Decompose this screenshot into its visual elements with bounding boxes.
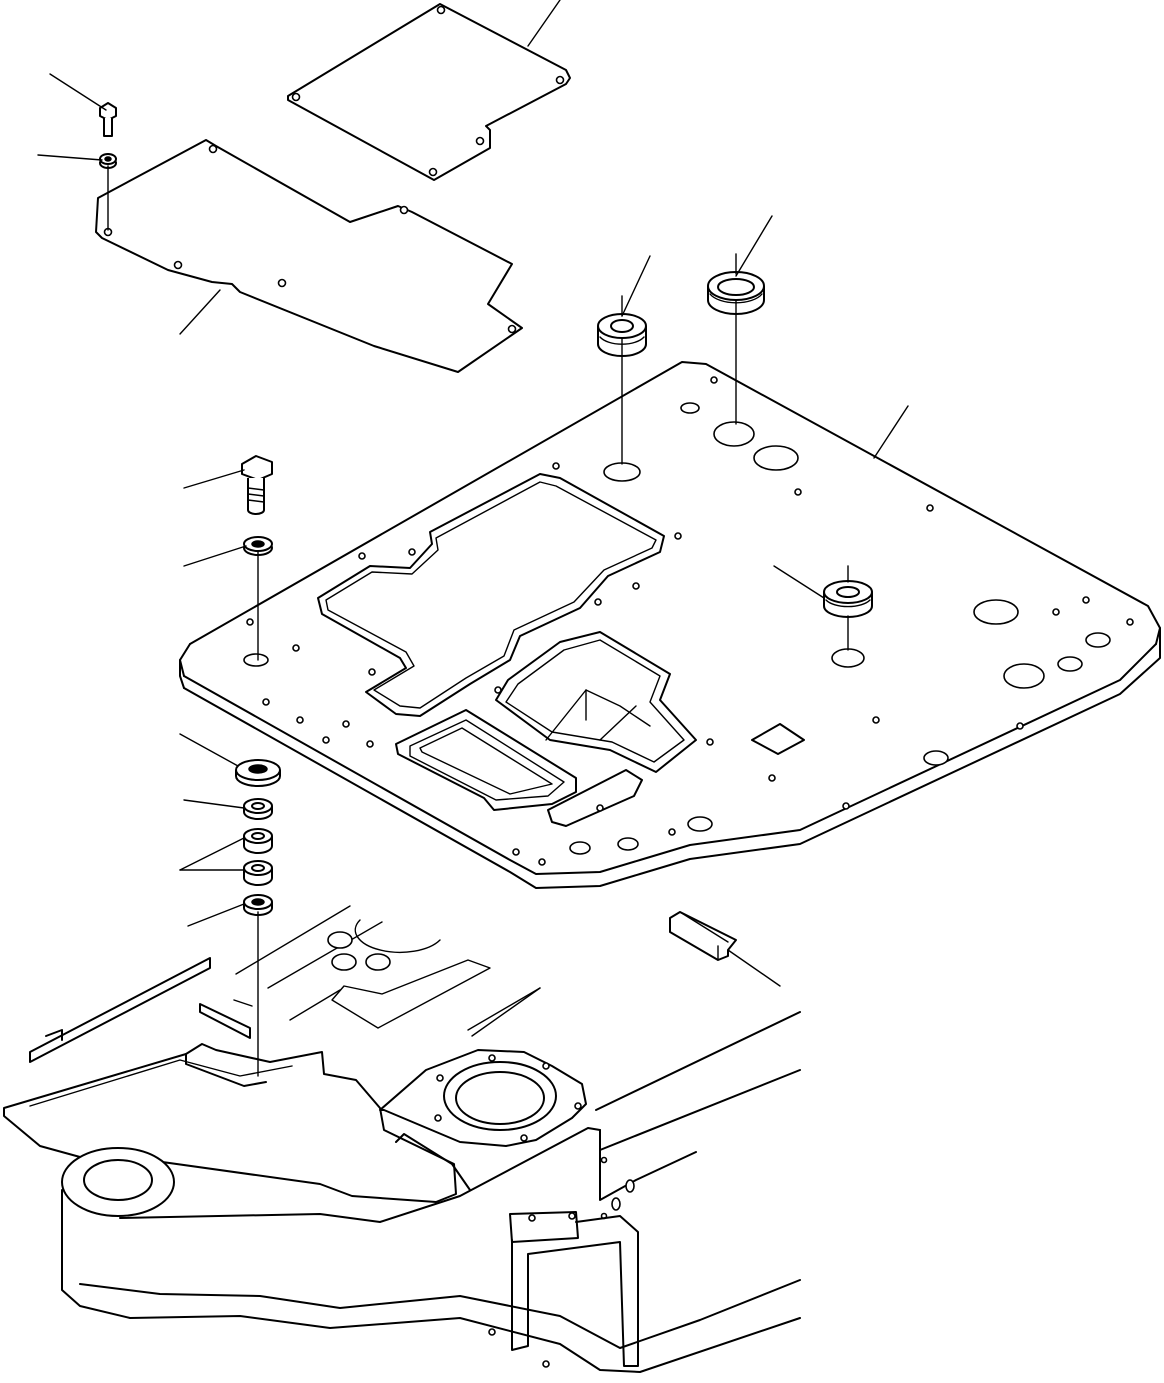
revolving-frame [3,905,801,1373]
grommet-medium-icon [597,313,647,357]
leader-lines [37,0,909,1037]
damper-pair-icon [243,828,273,886]
floor-mat [95,139,523,373]
plate-bolt-holes [246,376,1134,866]
lower-washer-icon [243,894,273,916]
upper-washer-icon [243,536,273,556]
small-bolt-icon [99,102,117,137]
pin-icon [669,911,737,961]
rubber-mount-icon [235,759,281,787]
large-bolt-icon [241,455,273,515]
upper-cover-plate [287,3,571,181]
grommet-small-icon [823,580,873,618]
main-floor-plate [179,361,1161,889]
spacer-washer-icon [243,798,273,820]
